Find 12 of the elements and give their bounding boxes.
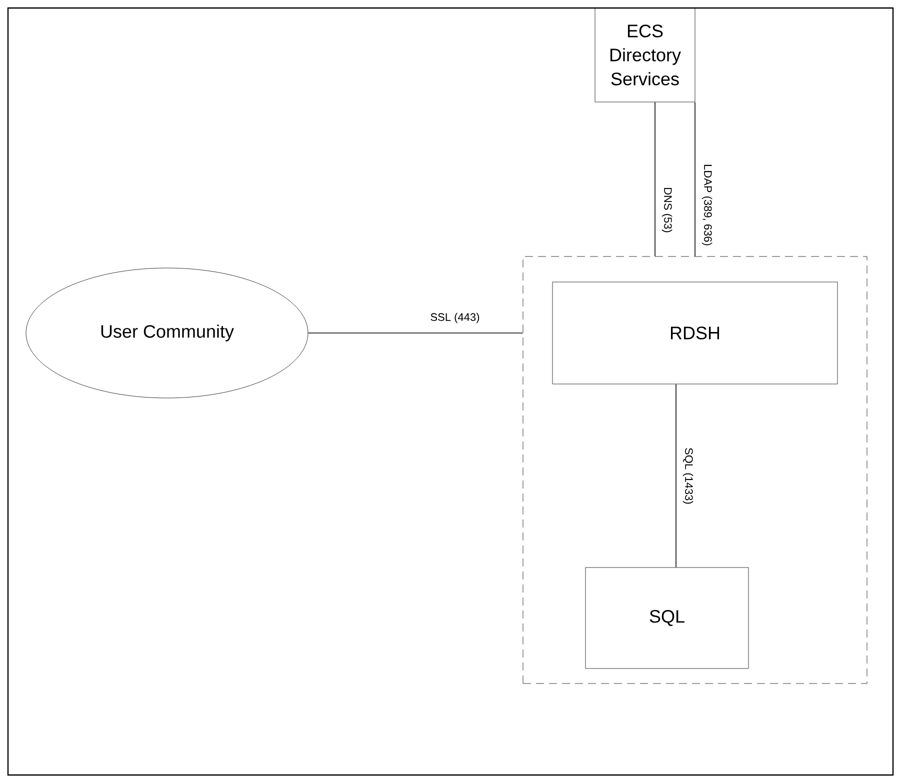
process-box: SQL: [585, 567, 749, 669]
process-box: RDSH: [552, 282, 838, 384]
edge-label: SQL (1433): [682, 446, 694, 506]
boundary-box: [522, 256, 868, 684]
connector-line: [654, 102, 656, 257]
connector-line: [694, 102, 696, 257]
ellipse-node: User Community: [26, 268, 308, 398]
edge-label: LDAP (389, 636): [700, 163, 714, 247]
edge-label: SSL (443): [429, 312, 481, 324]
process-box: ECS Directory Services: [594, 8, 696, 102]
connector-line: [308, 332, 524, 334]
edge-label: DNS (53): [660, 186, 674, 234]
